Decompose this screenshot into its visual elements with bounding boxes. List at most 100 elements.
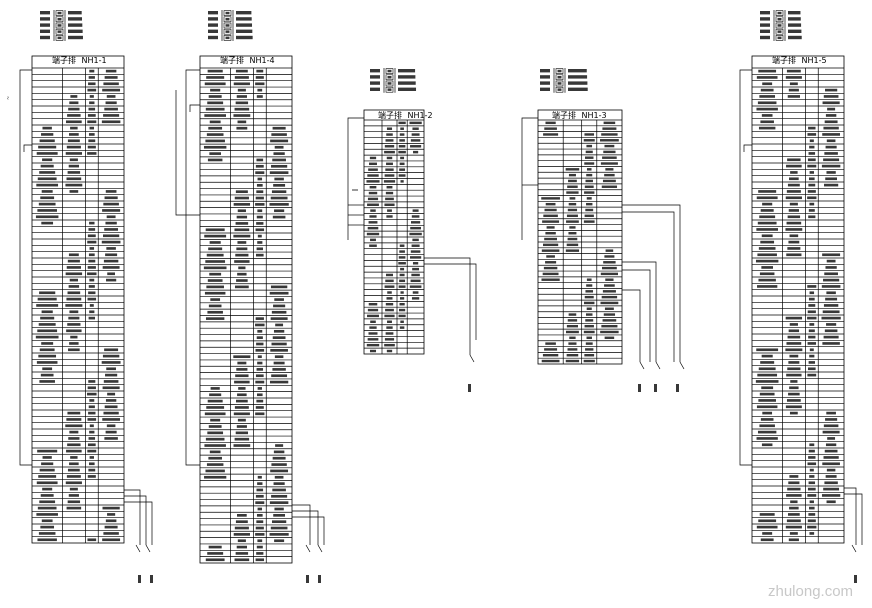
cell-text xyxy=(273,482,285,485)
legend-box xyxy=(55,10,64,16)
cell-text xyxy=(234,526,249,530)
cell-text xyxy=(270,317,288,320)
cell-text xyxy=(788,329,800,333)
cell-text xyxy=(255,558,265,562)
cell-text xyxy=(103,411,119,415)
cell-text xyxy=(384,174,395,177)
cell-text xyxy=(67,468,80,472)
cell-text xyxy=(788,209,799,212)
cell-text xyxy=(105,399,117,402)
cell-text xyxy=(256,69,264,73)
legend-box-text xyxy=(387,69,392,73)
legend-code xyxy=(40,35,50,40)
cell-text xyxy=(237,88,246,92)
cell-text xyxy=(565,168,580,171)
cell-text xyxy=(37,209,57,212)
cell-text xyxy=(386,127,393,130)
cell-text xyxy=(37,449,58,453)
cell-text xyxy=(39,139,55,143)
cell-text xyxy=(208,247,223,251)
cell-text xyxy=(569,197,576,200)
cell-text xyxy=(87,392,97,396)
cell-text xyxy=(256,545,263,549)
legend-box xyxy=(555,80,564,87)
cell-text xyxy=(205,437,225,441)
cell-text xyxy=(809,145,815,149)
cell-text xyxy=(787,247,801,250)
cell-text xyxy=(89,278,95,282)
cell-text xyxy=(604,336,615,340)
wire-arrow xyxy=(655,361,661,370)
legend-text xyxy=(68,29,83,33)
cell-text xyxy=(255,76,264,79)
cell-text xyxy=(586,202,593,206)
cell-text xyxy=(410,226,421,230)
cell-text xyxy=(67,114,81,117)
cell-text xyxy=(584,214,594,218)
cell-text xyxy=(567,319,578,322)
cell-text xyxy=(384,150,395,154)
cell-text xyxy=(823,424,839,428)
cell-text xyxy=(825,418,838,421)
legend-box-text xyxy=(57,11,62,15)
cell-text xyxy=(807,462,817,466)
cell-text xyxy=(788,88,799,92)
cell-text xyxy=(88,259,96,263)
cell-text xyxy=(412,262,419,265)
legend-code xyxy=(760,29,770,33)
cell-text xyxy=(105,253,118,257)
cell-text xyxy=(821,164,841,168)
cell-text xyxy=(272,336,286,339)
cell-text xyxy=(410,279,421,283)
cell-text xyxy=(40,164,54,168)
cell-text xyxy=(789,386,799,390)
cell-text xyxy=(756,196,778,200)
legend-box-text xyxy=(225,18,230,21)
cell-text xyxy=(105,519,117,523)
cell-text xyxy=(399,168,406,171)
cell-text xyxy=(37,538,57,542)
cell-text xyxy=(235,552,249,555)
cell-text xyxy=(208,425,222,428)
cell-text xyxy=(761,354,773,358)
cell-text xyxy=(37,329,58,333)
cell-text xyxy=(544,237,558,241)
left-tap-wire xyxy=(189,104,200,112)
cell-text xyxy=(206,133,224,136)
cell-text xyxy=(88,285,95,288)
cell-text xyxy=(87,152,97,155)
legend-box-text xyxy=(777,18,782,21)
cell-text xyxy=(233,355,251,359)
cell-text xyxy=(207,279,223,282)
cell-text xyxy=(412,127,419,130)
cell-text xyxy=(760,120,774,124)
cell-text xyxy=(271,164,288,168)
legend-box xyxy=(385,80,394,87)
cell-text xyxy=(762,82,773,86)
cell-text xyxy=(369,156,377,160)
cell-text xyxy=(40,196,55,200)
cell-text xyxy=(399,308,406,312)
cell-text xyxy=(827,107,836,111)
wire-out-2 xyxy=(622,211,675,362)
cell-text xyxy=(39,171,56,174)
cell-text xyxy=(788,361,800,364)
cell-text xyxy=(270,469,289,473)
cell-text xyxy=(760,418,774,421)
cell-text xyxy=(38,532,56,535)
cell-text xyxy=(568,173,576,177)
legend-code xyxy=(208,23,218,27)
cell-text xyxy=(785,196,802,200)
cell-text xyxy=(69,487,78,491)
cell-text xyxy=(105,101,117,105)
legend-box xyxy=(223,10,232,16)
wire-arrow xyxy=(145,544,151,553)
cell-text xyxy=(808,361,815,364)
cell-text xyxy=(42,158,53,162)
cell-text xyxy=(38,475,57,478)
cell-text xyxy=(237,120,247,124)
cell-text xyxy=(603,313,616,316)
cell-text xyxy=(368,221,378,224)
legend-code xyxy=(540,81,550,85)
cell-text xyxy=(256,184,263,187)
